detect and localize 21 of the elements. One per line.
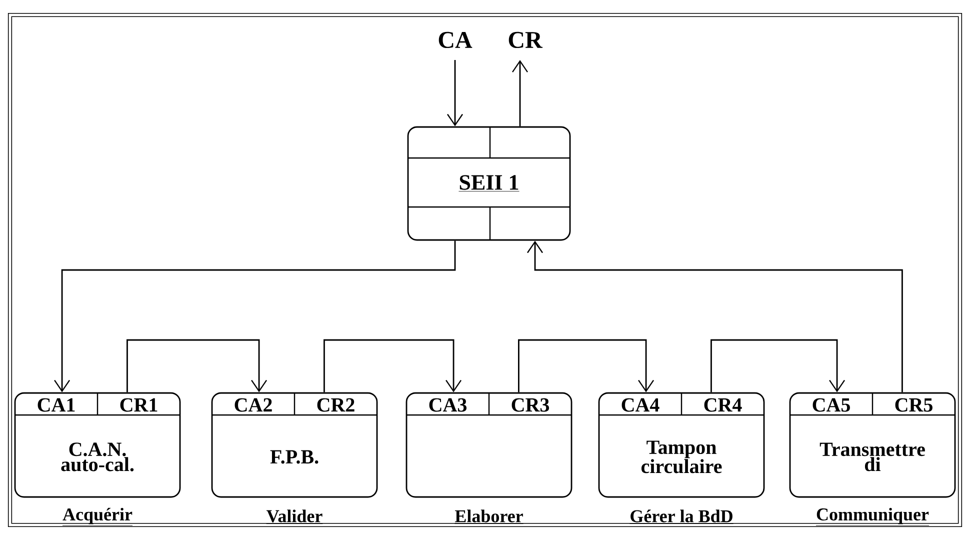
module-box: CA3 CR3 [406, 392, 572, 498]
caption-text: Communiquer [816, 508, 930, 526]
caption-text: Elaborer [454, 510, 524, 524]
arrow [447, 60, 463, 126]
arrow [527, 240, 903, 392]
caption-text: Gérer la BdD [629, 510, 734, 524]
caption-text: Valider [266, 510, 323, 524]
module-box: CA2 CR2 F.P.B. [211, 392, 378, 498]
module-box: CA4 CR4 Tampon circulaire [598, 392, 765, 498]
edge-label: CA [438, 32, 472, 48]
arrow [518, 339, 654, 392]
module-box: CA5 CR5 Transmettre di [789, 392, 956, 498]
module-box: CA1 CR1 C.A.N. auto-cal. [14, 392, 181, 498]
caption-text: Acquérir [62, 508, 133, 526]
arrow [324, 339, 462, 392]
edge-label: CR [508, 32, 543, 48]
arrow [54, 240, 456, 392]
arrow [126, 339, 268, 392]
arrow [512, 60, 528, 126]
arrow [710, 339, 846, 392]
module-box: SEII 1 [407, 126, 571, 241]
